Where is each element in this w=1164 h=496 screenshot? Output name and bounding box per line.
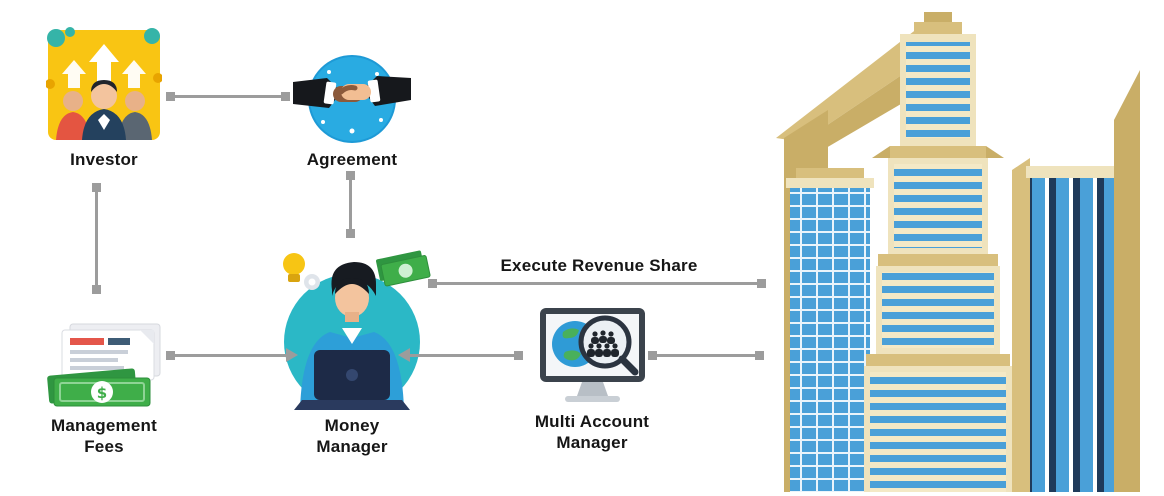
- connector-investor-management-fees-line: [95, 186, 98, 292]
- connector-management-fees-money-manager-cap-start: [166, 351, 175, 360]
- svg-text:$: $: [97, 384, 107, 402]
- documents-cash-icon: $: [47, 323, 161, 407]
- connector-multi-account-money-manager-arrowhead: [398, 348, 410, 362]
- node-management-fees: $ Management Fees: [44, 322, 164, 457]
- connector-execute-revenue-share-cap-end: [757, 279, 766, 288]
- connector-investor-agreement-cap-end: [281, 92, 290, 101]
- agreement-label: Agreement: [306, 150, 398, 169]
- connector-management-fees-money-manager-line: [170, 354, 286, 357]
- multi-account-manager-label: Multi Account Manager: [534, 412, 650, 452]
- handshake-icon: [293, 55, 411, 143]
- connector-multi-account-buildings-line: [652, 354, 764, 357]
- connector-investor-management-fees-cap-end: [92, 285, 101, 294]
- money-manager-label: Money Manager: [316, 416, 388, 456]
- connector-multi-account-money-manager-cap-end: [514, 351, 523, 360]
- connector-agreement-money-manager-cap-end: [346, 229, 355, 238]
- skyscraper-buildings-illustration: [776, 12, 1140, 492]
- analyst-laptop-icon: [283, 250, 431, 410]
- investor-label: Investor: [70, 150, 138, 169]
- node-agreement: Agreement: [293, 52, 411, 171]
- connector-management-fees-money-manager-arrowhead: [286, 348, 298, 362]
- node-investor: Investor: [46, 26, 162, 171]
- connector-investor-management-fees-cap-start: [92, 183, 101, 192]
- connector-investor-agreement-cap-start: [166, 92, 175, 101]
- node-multi-account-manager: Multi Account Manager: [532, 306, 652, 453]
- connector-multi-account-buildings-cap-start: [648, 351, 657, 360]
- execute-revenue-share-label: Execute Revenue Share: [500, 256, 698, 275]
- connector-agreement-money-manager-cap-start: [346, 171, 355, 180]
- connector-agreement-money-manager-line: [349, 174, 352, 236]
- connector-multi-account-buildings-cap-end: [755, 351, 764, 360]
- investor-people-arrows-icon: [46, 27, 162, 140]
- node-money-manager: Money Manager: [272, 238, 432, 457]
- monitor-globe-magnifier-icon: [539, 308, 645, 402]
- connector-execute-revenue-share-line: [432, 282, 766, 285]
- connector-investor-agreement-line: [170, 95, 288, 98]
- management-fees-label: Management Fees: [51, 416, 157, 456]
- connector-execute-revenue-share-cap-start: [428, 279, 437, 288]
- connector-multi-account-money-manager-line: [410, 354, 518, 357]
